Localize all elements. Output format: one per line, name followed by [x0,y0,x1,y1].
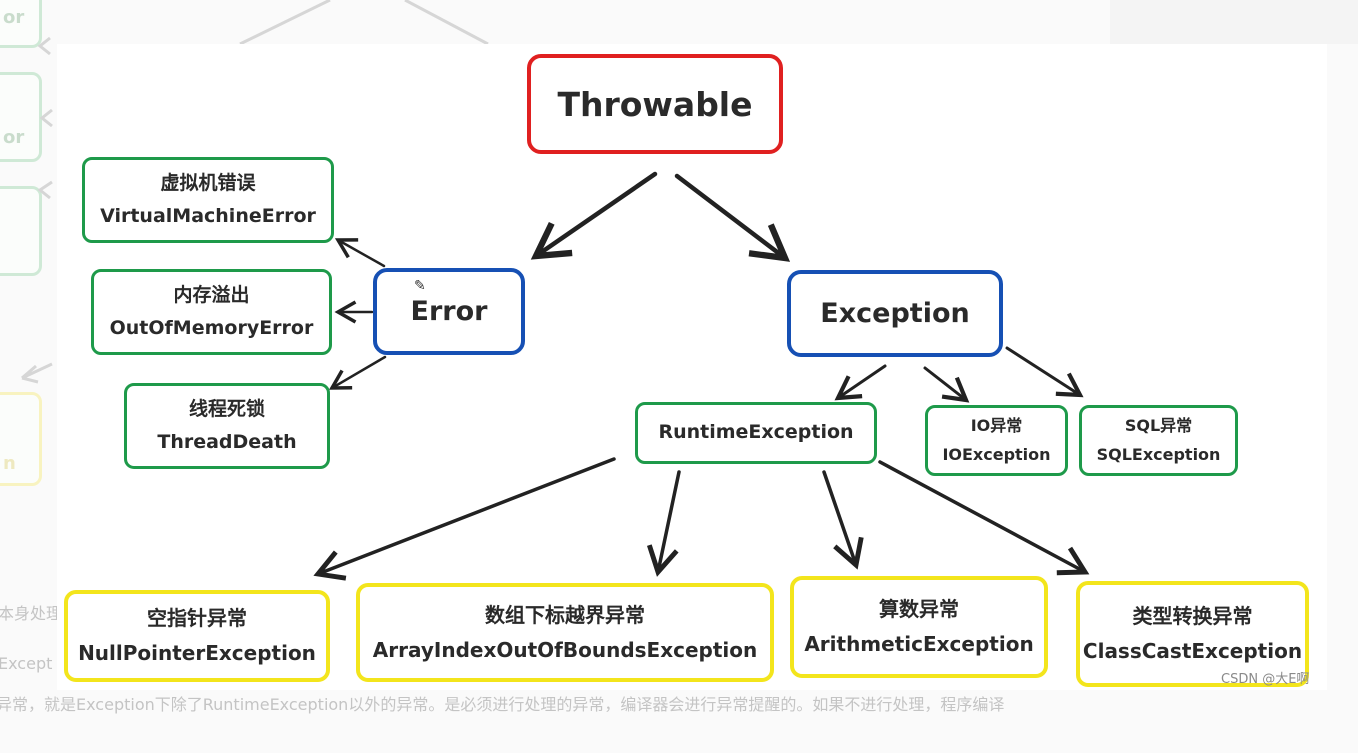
vme-en: VirtualMachineError [100,205,316,227]
error-node: Error [373,268,525,355]
panel-corner [1110,0,1358,44]
bg-text-3: 异常，就是Exception下除了RuntimeException以外的异常。是… [0,695,1005,714]
arith-en: ArithmeticException [804,632,1034,656]
bg-text-1: 本身处理 [0,604,63,623]
pen-cursor-icon: ✎ [414,278,426,294]
io-exception-node: IO异常 IOException [925,405,1068,476]
arrow-runtime-classcast [878,460,1090,576]
runtime-exception-label: RuntimeException [658,421,854,444]
ghost-fragment: or [3,7,25,28]
io-en: IOException [942,444,1051,464]
aioobe-zh: 数组下标越界异常 [485,602,645,627]
bg-text-2: Except [0,654,53,673]
throwable-label: Throwable [557,84,753,124]
arith-node: 算数异常 ArithmeticException [790,576,1048,678]
io-zh: IO异常 [970,415,1023,435]
ghost-fragment: or [3,127,25,148]
sql-exception-node: SQL异常 SQLException [1079,405,1238,476]
npe-zh: 空指针异常 [147,606,247,630]
ghost-box: or [0,0,42,48]
ghost-box: or [0,72,42,162]
oom-node: 内存溢出 OutOfMemoryError [91,269,332,355]
arrow-throwable-error [530,171,658,260]
ghost-box: n [0,392,42,486]
exception-node: Exception [787,270,1003,357]
arrow-runtime-npe [313,457,616,581]
oom-zh: 内存溢出 [173,283,250,306]
arrow-runtime-arith [822,470,864,570]
arrow-runtime-aioobe [647,470,681,577]
arith-zh: 算数异常 [879,597,959,621]
aioobe-en: ArrayIndexOutOfBoundsException [372,637,758,662]
classcast-zh: 类型转换异常 [1132,604,1253,628]
ghost-fragment: n [3,453,16,474]
arrow-exception-runtime [834,364,887,401]
arrow-throwable-exception [674,173,791,262]
classcast-node: 类型转换异常 ClassCastException [1076,581,1309,687]
vme-node: 虚拟机错误 VirtualMachineError [82,157,334,243]
arrow-exception-io [923,366,970,403]
classcast-en: ClassCastException [1082,639,1303,663]
threaddeath-node: 线程死锁 ThreadDeath [124,383,330,469]
exception-label: Exception [820,298,970,329]
throwable-node: Throwable [527,54,783,154]
arrow-error-vme [334,238,386,268]
npe-node: 空指针异常 NullPointerException [64,590,330,682]
npe-en: NullPointerException [78,641,316,665]
threaddeath-en: ThreadDeath [157,431,297,453]
arrow-exception-sql [1005,346,1084,398]
aioobe-node: 数组下标越界异常 ArrayIndexOutOfBoundsException [356,583,774,682]
ghost-box [0,186,42,276]
watermark: CSDN @大E啊 [1221,672,1310,687]
arrow-error-threaddeath [328,355,387,390]
runtime-exception-node: RuntimeException [635,402,877,464]
sql-en: SQLException [1096,444,1221,464]
threaddeath-zh: 线程死锁 [188,397,265,420]
error-label: Error [410,296,488,327]
vme-zh: 虚拟机错误 [160,171,256,194]
sql-zh: SQL异常 [1124,415,1193,435]
oom-en: OutOfMemoryError [109,317,314,339]
